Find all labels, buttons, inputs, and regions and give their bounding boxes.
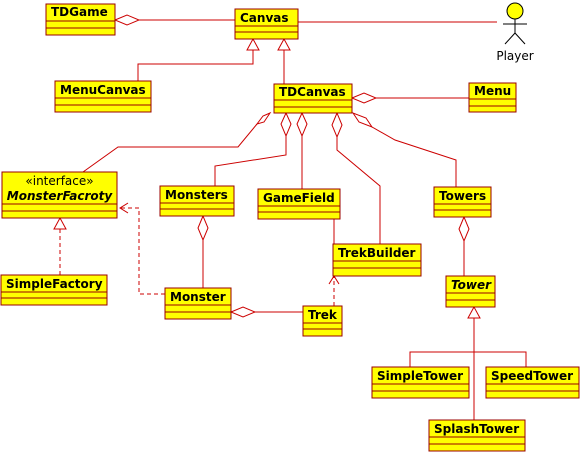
class-name: SpeedTower (491, 369, 573, 383)
edge-simplefactory-monsterfactory (53, 216, 67, 275)
class-tower[interactable]: Tower (445, 275, 496, 308)
class-trekbuilder[interactable]: TrekBuilder (332, 243, 422, 277)
class-name: SplashTower (434, 422, 519, 436)
class-name: SimpleFactory (6, 277, 103, 291)
class-speedtower[interactable]: SpeedTower (485, 366, 580, 399)
class-name: Canvas (240, 11, 289, 25)
edge-tdcanvas-monsterfactory (82, 111, 272, 173)
edge-tdcanvas-towers (351, 111, 457, 187)
class-name: MonsterFacroty (7, 189, 114, 203)
class-menucanvas[interactable]: MenuCanvas (54, 80, 152, 113)
edge-monsters-monster (197, 214, 209, 288)
class-simpletower[interactable]: SimpleTower (371, 366, 470, 399)
edge-tdcanvas-menu (350, 92, 469, 104)
class-name: TDGame (51, 5, 108, 19)
class-monster[interactable]: Monster (164, 287, 232, 320)
class-name: Menu (474, 84, 511, 98)
class-simplefactory[interactable]: SimpleFactory (0, 274, 108, 306)
class-splashtower[interactable]: SplashTower (428, 419, 526, 452)
edge-towers-generalization (409, 305, 527, 420)
class-trek[interactable]: Trek (302, 305, 343, 337)
class-tdgame[interactable]: TDGame (45, 3, 116, 36)
actor-player[interactable]: Player (496, 2, 534, 63)
class-monsterfactory[interactable]: «interface» MonsterFacroty (1, 171, 118, 219)
edge-tdcanvas-canvas (277, 37, 291, 84)
actor-icon (503, 2, 527, 45)
edge-tdcanvas-monsters (214, 111, 292, 186)
class-name: Monster (170, 290, 226, 304)
edge-tdcanvas-trekbuilder (331, 111, 381, 244)
class-gamefield[interactable]: GameField (257, 188, 341, 220)
edge-trek-trekbuilder (328, 275, 340, 306)
edge-tdgame-canvas (113, 14, 235, 26)
class-name: GameField (263, 191, 335, 205)
class-name: Trek (308, 308, 338, 322)
edge-monster-trek (229, 306, 303, 318)
class-monsters[interactable]: Monsters (159, 185, 235, 217)
edge-tdcanvas-gamefield (296, 111, 308, 189)
edge-menucanvas-canvas (137, 37, 260, 81)
edge-towers-tower (458, 215, 470, 276)
class-towers[interactable]: Towers (433, 186, 492, 218)
class-name: MenuCanvas (60, 83, 146, 97)
class-name: Towers (439, 189, 486, 203)
class-stereotype: «interface» (25, 174, 93, 188)
actor-label: Player (496, 49, 533, 63)
class-name: SimpleTower (377, 369, 463, 383)
class-name: TrekBuilder (338, 246, 416, 260)
class-name: Tower (451, 278, 492, 292)
class-name: Monsters (165, 188, 228, 202)
class-menu[interactable]: Menu (468, 82, 517, 113)
class-canvas[interactable]: Canvas (234, 8, 299, 40)
edge-monster-monsterfactory (119, 202, 165, 295)
class-name: TDCanvas (279, 85, 346, 99)
class-tdcanvas[interactable]: TDCanvas (273, 83, 353, 114)
